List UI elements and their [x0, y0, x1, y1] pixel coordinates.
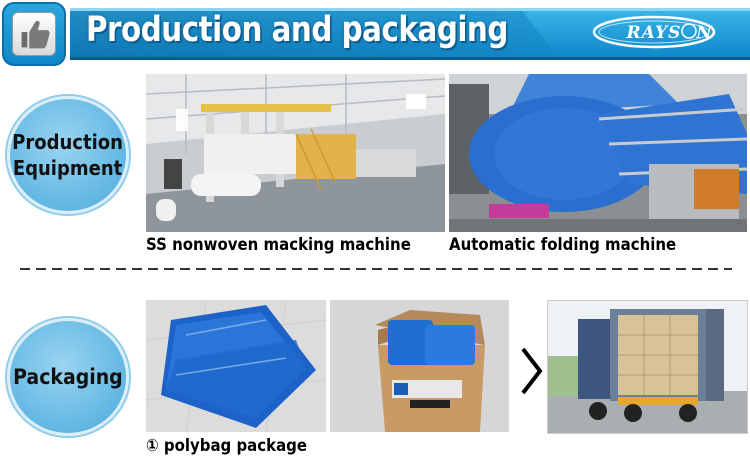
svg-text:N: N — [695, 23, 713, 43]
production-label-line2: Equipment — [13, 156, 123, 180]
polybag-caption: ① polybag package — [146, 436, 308, 456]
production-equipment-label: Production Equipment — [7, 96, 129, 214]
folding-caption: Automatic folding machine — [449, 235, 677, 255]
factory-photo — [146, 74, 445, 232]
thumbs-up-badge — [2, 2, 66, 66]
section-divider — [20, 268, 732, 270]
folding-machine-photo — [449, 74, 747, 232]
packaging-label: Packaging — [7, 318, 129, 436]
header-banner: Production and packaging RAYS N — [0, 0, 750, 68]
page-title: Production and packaging — [86, 10, 508, 50]
chevron-right-icon — [521, 347, 543, 395]
factory-caption: SS nonwoven macking machine — [146, 235, 411, 255]
packaging-label-text: Packaging — [13, 365, 123, 389]
svg-text:RAYS: RAYS — [626, 23, 682, 43]
thumbs-up-icon — [12, 12, 56, 56]
truck-loading-photo — [547, 300, 748, 434]
polybag-photo — [146, 300, 326, 432]
production-label-line1: Production — [12, 130, 124, 154]
carton-photo — [330, 300, 509, 432]
rayson-logo: RAYS N — [592, 15, 716, 49]
